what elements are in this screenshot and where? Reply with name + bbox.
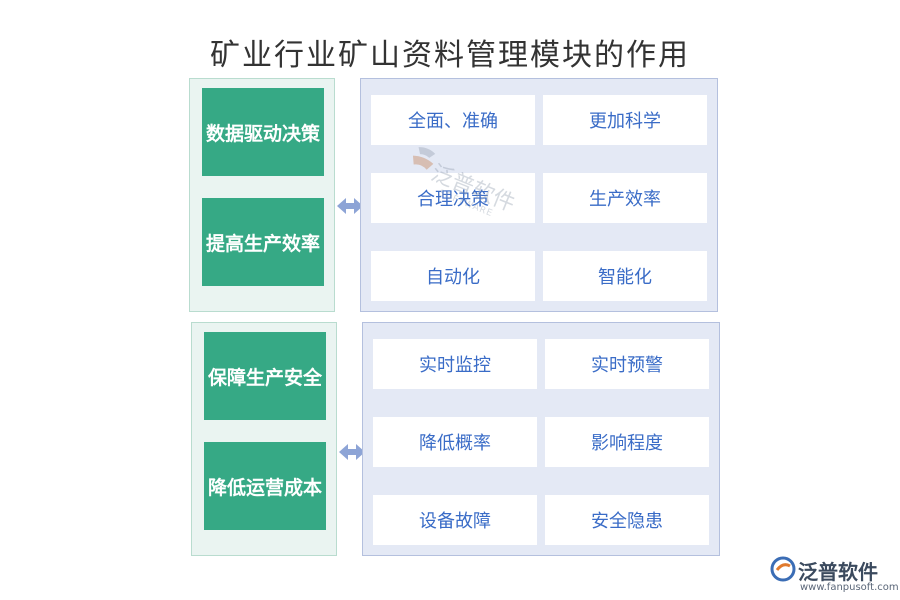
cell-1-4: 生产效率	[543, 173, 707, 223]
cell-1-1: 全面、准确	[371, 95, 535, 145]
cell-2-5: 设备故障	[373, 495, 537, 545]
cell-2-6: 安全隐患	[545, 495, 709, 545]
green-box-data-driven: 数据驱动决策	[202, 88, 324, 176]
green-box-safety: 保障生产安全	[204, 332, 326, 420]
cell-1-2: 更加科学	[543, 95, 707, 145]
cell-1-6: 智能化	[543, 251, 707, 301]
cell-1-5: 自动化	[371, 251, 535, 301]
cell-1-3: 合理决策	[371, 173, 535, 223]
green-box-efficiency: 提高生产效率	[202, 198, 324, 286]
double-arrow-icon-1	[337, 198, 363, 214]
cell-2-4: 影响程度	[545, 417, 709, 467]
brand-logo: 泛普软件 www.fanpusoft.com	[770, 554, 899, 598]
cell-2-2: 实时预警	[545, 339, 709, 389]
green-box-cost: 降低运营成本	[204, 442, 326, 530]
cell-2-3: 降低概率	[373, 417, 537, 467]
brand-name: 泛普软件	[798, 560, 878, 584]
page-title: 矿业行业矿山资料管理模块的作用	[210, 38, 690, 73]
cell-2-1: 实时监控	[373, 339, 537, 389]
brand-logo-icon	[770, 556, 796, 582]
brand-url: www.fanpusoft.com	[800, 582, 899, 593]
double-arrow-icon-2	[339, 444, 365, 460]
